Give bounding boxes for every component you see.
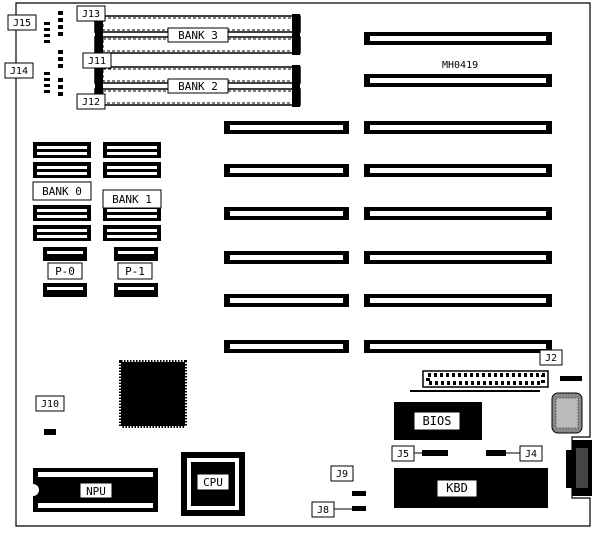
dip-switch-block [410,370,549,392]
slot-left-4 [224,251,349,264]
npu-socket: NPU [33,468,158,512]
cpu-socket: CPU [181,452,245,516]
svg-text:J10: J10 [41,399,59,410]
bios-label: BIOS [423,414,452,428]
cache-bank-1: BANK 1 [102,142,162,241]
slot-right-7 [364,294,552,307]
parity-p1: P-1 [114,247,158,297]
svg-text:J14: J14 [10,66,28,77]
jumper-j9: J9 [330,465,366,496]
battery [551,392,583,434]
svg-text:J9: J9 [336,469,348,480]
slot-right-8 [364,340,552,353]
svg-text:J8: J8 [317,505,329,516]
slot-right-1 [364,32,552,45]
bank-0-label: BANK 0 [42,185,82,198]
slot-left-3 [224,207,349,220]
simm-bank-3: BANK 3 [94,14,301,55]
npu-label: NPU [86,485,106,498]
jumper-j4: J4 [486,445,543,462]
slot-right-3 [364,121,552,134]
slot-left-6 [224,340,349,353]
svg-text:J15: J15 [13,18,31,29]
chipset-plcc [119,360,187,428]
slot-left-5 [224,294,349,307]
jumper-j5: J5 [391,445,448,462]
slot-right-6 [364,251,552,264]
simm-bank-2: BANK 2 [94,65,301,107]
parity-p0: P-0 [43,247,87,297]
svg-text:J4: J4 [525,449,537,460]
slot-left-2 [224,164,349,177]
svg-text:J5: J5 [397,449,409,460]
svg-text:J12: J12 [82,97,100,108]
bios-chip: BIOS [394,402,482,440]
bank-1-label: BANK 1 [112,193,152,206]
jumper-j11: J11 [58,50,112,69]
keyboard-controller-chip: KBD [394,468,548,508]
p1-label: P-1 [125,265,145,278]
bank-3-label: BANK 3 [178,29,218,42]
svg-text:J11: J11 [88,56,106,67]
cache-bank-0: BANK 0 [32,142,92,241]
svg-text:J13: J13 [82,9,100,20]
keyboard-connector [566,440,592,496]
p0-label: P-0 [55,265,75,278]
board-id-label: MH0419 [442,60,478,71]
slot-right-4 [364,164,552,177]
expansion-slots [224,32,552,353]
jumper-j15: J15 [7,14,50,43]
board-outline [15,2,591,527]
jumper-j13: J13 [58,5,106,36]
jumper-j12: J12 [58,78,106,110]
bank-2-label: BANK 2 [178,80,218,93]
svg-text:J2: J2 [545,353,557,364]
kbd-label: KBD [446,481,468,495]
slot-right-5 [364,207,552,220]
slot-left-1 [224,121,349,134]
jumper-j2: J2 [539,349,582,381]
jumper-j14: J14 [4,62,50,93]
jumper-j10: J10 [35,395,65,435]
jumper-j8: J8 [311,501,366,518]
cpu-label: CPU [203,476,223,489]
slot-right-2 [364,74,552,87]
